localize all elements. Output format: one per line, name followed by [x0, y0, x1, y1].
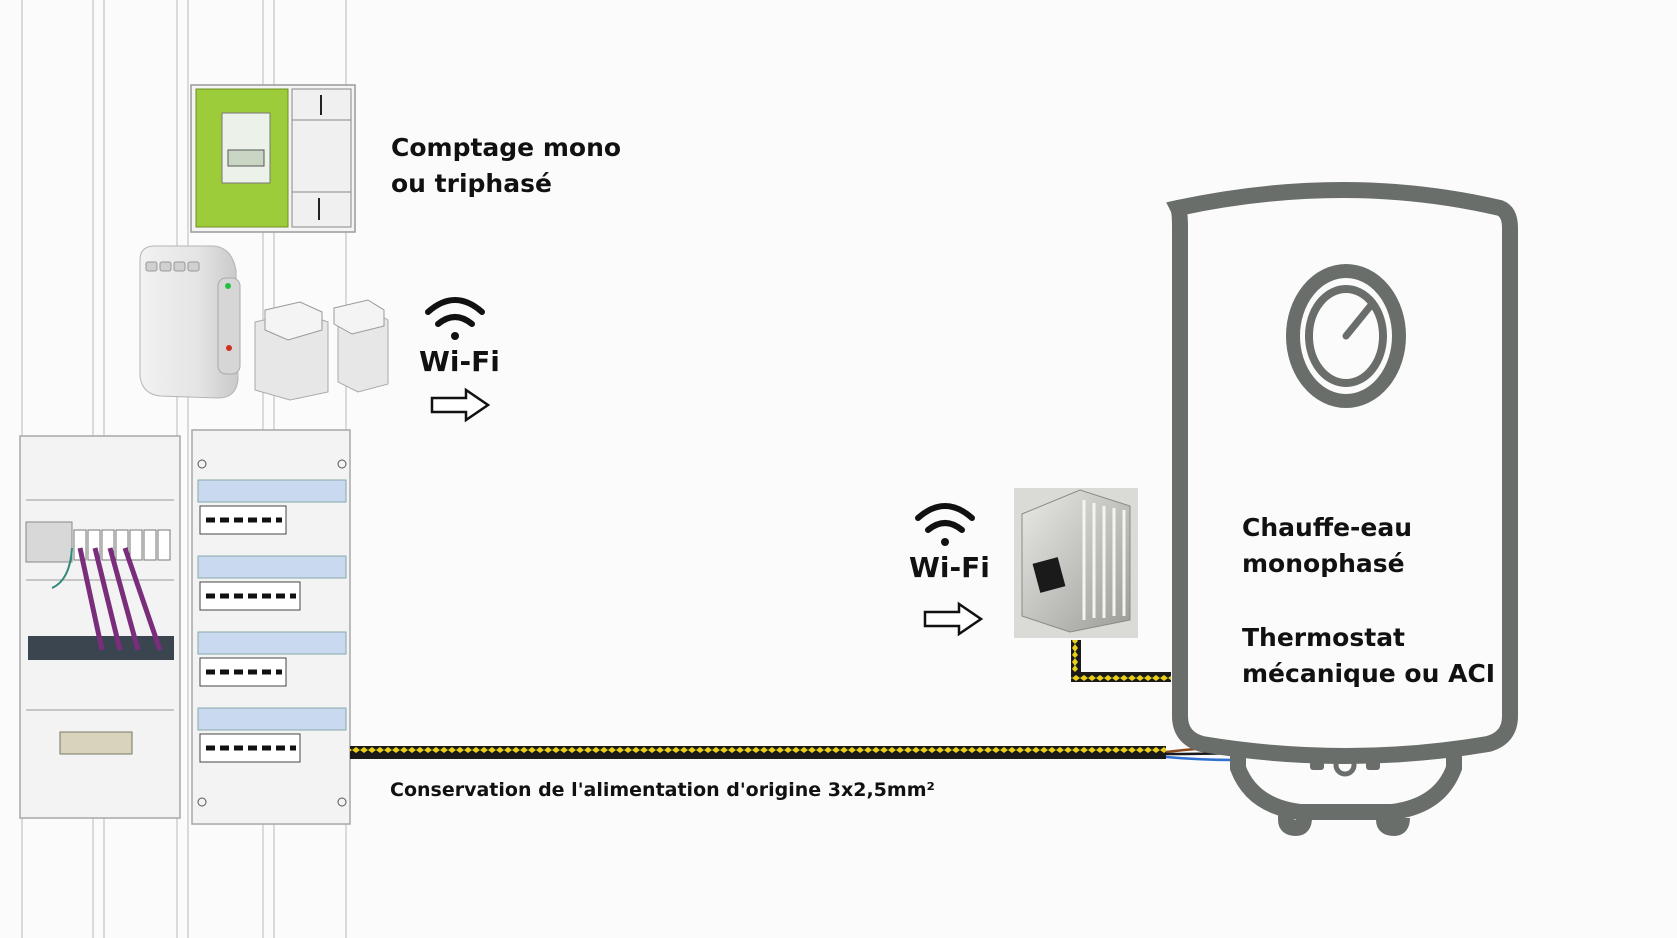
cable-caption: Conservation de l'alimentation d'origine… — [390, 779, 935, 801]
wifi-icon-right — [915, 503, 975, 546]
energy-meter — [190, 84, 356, 233]
wifi-label-left: Wi-Fi — [419, 345, 500, 378]
wifi-label-right: Wi-Fi — [909, 551, 990, 584]
arrow-right-icon-left — [430, 387, 491, 423]
heater-label: Chauffe-eau monophasé — [1242, 510, 1412, 582]
power-relay — [1014, 488, 1138, 638]
relay-cable — [1071, 640, 1171, 682]
supply-cable — [350, 744, 1237, 762]
power-monitor-module — [139, 245, 241, 399]
heater-label-line2: monophasé — [1242, 549, 1405, 578]
gauge-icon — [1286, 264, 1406, 408]
left-panel — [19, 435, 181, 819]
arrow-right-icon-right — [923, 601, 984, 637]
current-clamps — [254, 299, 389, 401]
wifi-icon-left — [425, 297, 485, 340]
heater-label-line1: Chauffe-eau — [1242, 513, 1413, 542]
heater-drain-indicator — [1310, 753, 1380, 777]
metering-label: Comptage mono ou triphasé — [391, 130, 621, 202]
metering-label-line1: Comptage mono — [391, 133, 622, 162]
metering-label-line2: ou triphasé — [391, 169, 552, 198]
thermostat-label-line1: Thermostat — [1242, 623, 1406, 652]
thermostat-label-line2: mécanique ou ACI — [1242, 659, 1496, 688]
thermostat-label: Thermostat mécanique ou ACI — [1242, 620, 1495, 692]
water-heater — [1166, 182, 1518, 837]
right-panel — [191, 429, 351, 825]
